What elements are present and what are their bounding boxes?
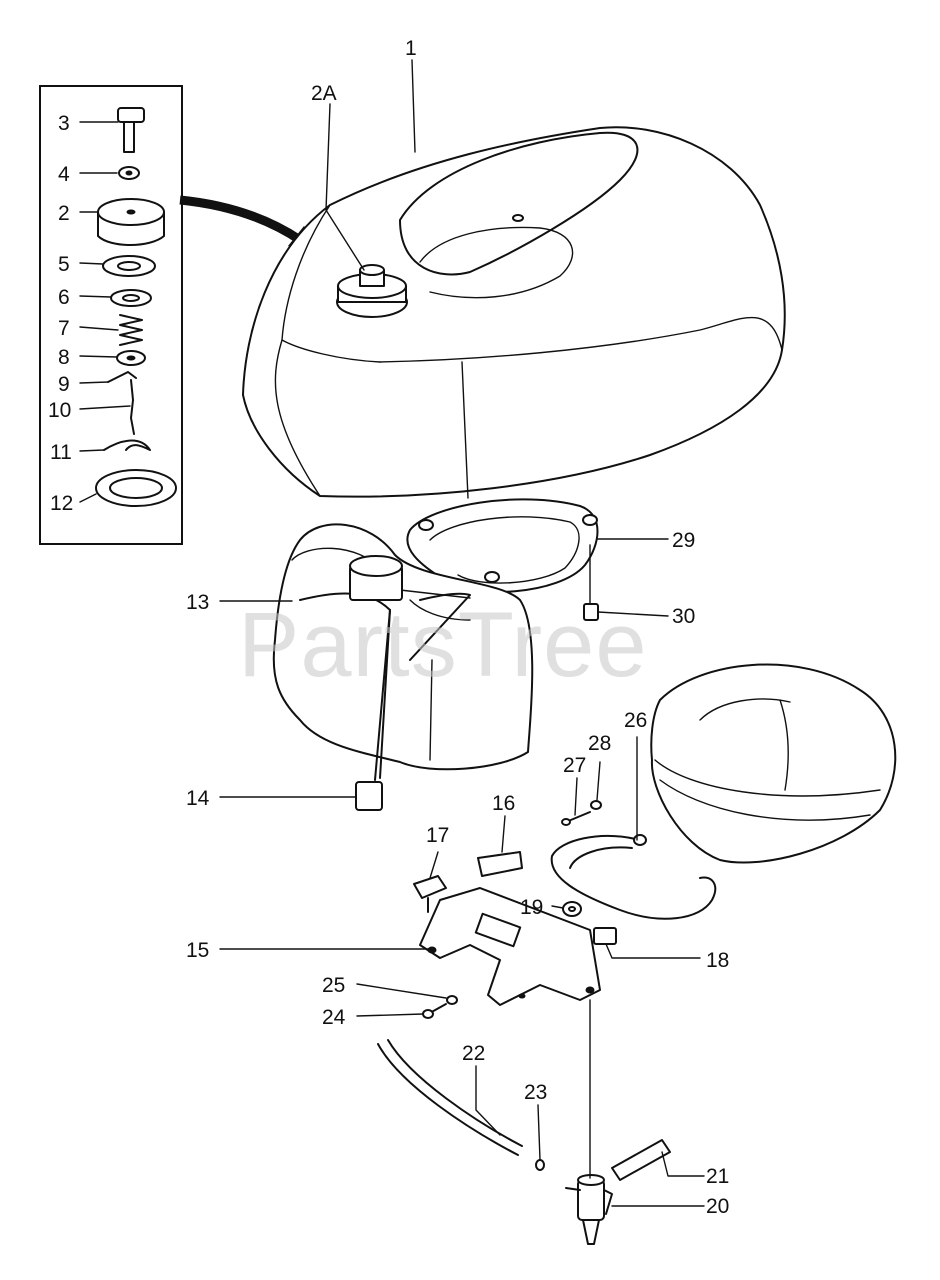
part-24-bolt [422, 1003, 447, 1019]
callout-3: 3 [58, 112, 70, 135]
callout-labels: 1 2A 3 4 2 5 6 7 8 9 10 11 12 13 14 15 1… [48, 37, 729, 1218]
part-13-fuel-tank [272, 523, 534, 779]
part-20-fuel-valve [565, 1174, 613, 1245]
callout-25: 25 [322, 974, 345, 997]
part-11-hook [103, 439, 151, 451]
part-8-washer [116, 350, 146, 366]
part-5-gasket [102, 255, 156, 277]
part-7-spring [119, 314, 143, 346]
callout-23: 23 [524, 1081, 547, 1104]
part-9-clip [107, 371, 137, 383]
part-2-cap [97, 198, 165, 246]
callout-2a: 2A [311, 82, 337, 105]
part-27-screw [561, 811, 591, 826]
part-25-washer [446, 995, 458, 1005]
callout-16: 16 [492, 792, 515, 815]
callout-2: 2 [58, 202, 70, 225]
callout-20: 20 [706, 1195, 729, 1218]
callout-24: 24 [322, 1006, 346, 1029]
callout-13: 13 [186, 591, 209, 614]
callout-1: 1 [405, 37, 417, 60]
part-15-bracket [419, 887, 601, 1006]
part-22-hose [377, 1039, 523, 1156]
callout-5: 5 [58, 253, 70, 276]
callout-29: 29 [672, 529, 695, 552]
callout-22: 22 [462, 1042, 485, 1065]
part-3-vent-screw [117, 107, 145, 153]
part-18-clip [593, 927, 617, 945]
callout-17: 17 [426, 824, 449, 847]
callout-21: 21 [706, 1165, 729, 1188]
callout-26: 26 [624, 709, 647, 732]
part-19-nut [562, 901, 582, 917]
part-14-strap [355, 609, 391, 811]
callout-19: 19 [520, 896, 543, 919]
part-4-washer [118, 166, 140, 180]
leader-lines [79, 59, 705, 1207]
part-1-shroud [242, 126, 786, 499]
part-10-chain [130, 379, 135, 435]
callout-6: 6 [58, 286, 70, 309]
part-16-pad [477, 851, 523, 877]
part-2a-fuel-cap [336, 264, 408, 318]
engine-recoil-housing [650, 663, 897, 864]
part-29-plate [406, 498, 599, 593]
callout-28: 28 [588, 732, 611, 755]
part-23-filter [535, 1159, 545, 1171]
part-21-tube [611, 1139, 671, 1181]
part-28-washer [590, 800, 602, 810]
callout-4: 4 [58, 163, 70, 186]
callout-9: 9 [58, 373, 70, 396]
part-6-retainer [110, 289, 152, 307]
callout-8: 8 [58, 346, 70, 369]
callout-30: 30 [672, 605, 695, 628]
callout-15: 15 [186, 939, 209, 962]
callout-10: 10 [48, 399, 71, 422]
part-12-seal-ring [95, 469, 177, 507]
watermark: PartsTree [238, 594, 647, 696]
callout-14: 14 [186, 787, 210, 810]
cap-detail-inset-frame [39, 85, 183, 545]
callout-18: 18 [706, 949, 729, 972]
callout-11: 11 [50, 441, 72, 464]
callout-12: 12 [50, 492, 73, 515]
callout-27: 27 [563, 754, 586, 777]
callout-7: 7 [58, 317, 70, 340]
